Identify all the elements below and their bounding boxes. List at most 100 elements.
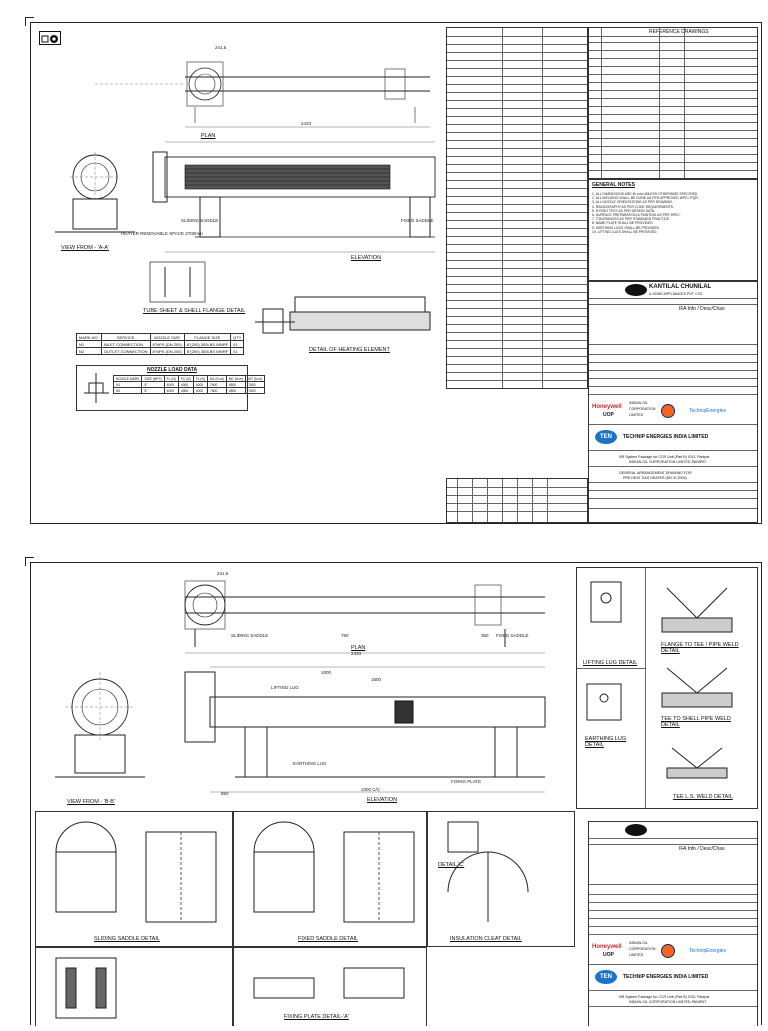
table-cell: 8"(200) 300LBS WNRF xyxy=(183,347,232,355)
reference-drawings-heading: REFERENCE DRAWINGS xyxy=(649,29,709,35)
fixed-saddle-sketch xyxy=(253,821,415,923)
dim-label: 1000 C/C xyxy=(361,787,381,792)
sliding-saddle-label: SLIDING SADDLE xyxy=(181,218,219,223)
saddle-plan-sketch xyxy=(55,957,117,1019)
design-data-table xyxy=(446,27,588,389)
fixing-plate-caption: FIXING PLATE DETAIL-'A' xyxy=(284,1014,349,1020)
general-notes-text: 1. ALL DIMENSIONS ARE IN mm UNLESS OTHER… xyxy=(592,192,699,234)
title-block: KANTILAL CHUNILAL & SONS APPLIANCES PVT.… xyxy=(588,281,758,523)
dim-label: 750 xyxy=(341,633,349,638)
reference-drawings-table: REFERENCE DRAWINGS xyxy=(588,27,758,179)
table-cell: 8"NPS (DN 200) xyxy=(149,340,185,348)
table-header: SERVICE xyxy=(100,333,151,341)
table-cell: OUTLET CONNECTION xyxy=(100,347,151,355)
table-cell: N2 xyxy=(112,387,143,394)
vendor-logo xyxy=(625,284,647,296)
table-cell: 01 xyxy=(230,340,245,348)
tee-shell-caption: TEE TO SHELL PIPE WELD DETAIL xyxy=(661,716,731,728)
table-header: NOZZLE SIZE xyxy=(149,333,185,341)
view-a-caption: VIEW FROM - 'A-A' xyxy=(61,245,109,251)
sheet-corner-mark xyxy=(25,17,34,26)
contractor-name: TECHNIP ENERGIES INDIA LIMITED xyxy=(623,974,709,980)
contractor-name: TECHNIP ENERGIES INDIA LIMITED xyxy=(623,434,709,440)
lifting-lug-label: LIFTING LUG xyxy=(271,685,299,690)
weld-details-panel: LIFTING LUG DETAIL EARTHING LUG DETAIL F… xyxy=(576,567,758,809)
status-block: IFA Info / Desc/Chas xyxy=(679,846,725,852)
dim-label: 2433 xyxy=(301,121,312,126)
vendor-logo xyxy=(625,824,647,836)
table-header: FLANGE SIZE xyxy=(183,333,232,341)
tee-ls-caption: TEE L.S. WELD DETAIL xyxy=(673,794,733,800)
table-cell: 8"NPS (DN 200) xyxy=(149,347,185,355)
ten-logo-icon: TEN xyxy=(595,430,617,444)
fixed-saddle-detail-panel: FIXED SADDLE DETAIL xyxy=(233,811,427,947)
table-cell: 8" xyxy=(141,387,165,394)
heater-detail-drawing xyxy=(55,580,546,793)
dim-label: 1600 xyxy=(371,677,382,682)
nozzle-load-data-panel: NOZZLE LOAD DATA NOZZLE MARK SIZE (NPS) … xyxy=(76,365,266,411)
status-block: IFA Info / Desc/Chas xyxy=(679,306,725,312)
table-cell: 4000 xyxy=(177,387,194,394)
elevation-caption: ELEVATION xyxy=(367,797,398,803)
dim-label: 2433 xyxy=(351,651,362,656)
dim-label: 241.5 xyxy=(217,571,229,576)
table-cell: 4000 xyxy=(163,387,179,394)
dim-label: 1000 xyxy=(321,670,332,675)
consultant-logo: TechnipEnergies xyxy=(689,408,726,414)
general-notes-heading: GENERAL NOTES xyxy=(592,182,635,188)
document-title: GENERAL ARRANGEMENT DRAWING FOR xyxy=(619,471,692,475)
table-cell: INLET CONNECTION xyxy=(100,340,151,348)
document-title-line2: PRE HEAT GAS HEATER (807-E-2005) xyxy=(623,476,687,480)
general-notes-panel: GENERAL NOTES 1. ALL DIMENSIONS ARE IN m… xyxy=(588,179,758,281)
project-subtitle: INDIAN OIL CORPORATION LIMITED-PANIPAT xyxy=(629,460,707,464)
table-row: N2 8" 4000 4000 4000 7600 4800 7600 xyxy=(112,387,266,394)
fixing-plate-label: FIXING PLATE xyxy=(451,779,482,784)
ten-logo-icon: TEN xyxy=(595,970,617,984)
client-name: INDIAN OIL CORPORATION LIMITED xyxy=(629,401,656,417)
view-b-caption: VIEW FROM - 'B-B' xyxy=(67,799,115,805)
table-header-row: MARK NO. SERVICE NOZZLE SIZE FLANGE SIZE… xyxy=(76,333,245,341)
sliding-saddle-caption: SLIDING SADDLE DETAIL xyxy=(94,936,160,942)
load-table-title: NOZZLE LOAD DATA xyxy=(147,367,198,373)
iocl-logo-icon xyxy=(661,404,675,418)
earthing-lug-caption: EARTHING LUG DETAIL xyxy=(585,736,627,748)
fixed-saddle-label: FIXED SADDLE xyxy=(401,218,434,223)
nozzle-schedule-table: MARK NO. SERVICE NOZZLE SIZE FLANGE SIZE… xyxy=(76,333,245,355)
projection-symbol-icon xyxy=(39,31,61,45)
nozzle-axis-sketch xyxy=(84,373,109,403)
fixed-saddle-caption: FIXED SADDLE DETAIL xyxy=(298,936,359,942)
table-header-row: NOZZLE MARK SIZE (NPS) FL (N) FC (N) FL … xyxy=(112,375,266,382)
fixing-plate-detail-panel: FIXING PLATE DETAIL-'A' xyxy=(233,947,427,1026)
sheet-corner-mark xyxy=(25,557,34,566)
heater-removable-label: HEATER REMOVABLE SPACE 2700mm xyxy=(121,231,203,236)
plan-caption: PLAN xyxy=(201,133,216,139)
dim-label: 241.5 xyxy=(215,45,227,50)
lifting-lug-caption: LIFTING LUG DETAIL xyxy=(583,660,638,666)
sliding-saddle-label: SLIDING SADDLE xyxy=(231,633,269,638)
table-cell: 8"(200) 300LBS WNRF xyxy=(183,340,232,348)
licensor-subtitle: UOP xyxy=(603,412,614,418)
table-header: MARK NO. xyxy=(76,333,102,341)
client-name: INDIAN OIL CORPORATION LIMITED xyxy=(629,941,656,957)
sliding-saddle-sketch xyxy=(55,821,217,923)
elevation-caption: ELEVATION xyxy=(351,255,382,261)
drawing-sheet-1: PLAN ELEVATION VIEW FROM - 'A-A' TUBE SH… xyxy=(25,17,762,524)
drawing-sheet-2: PLAN ELEVATION VIEW FROM - 'B-B' 241.5 7… xyxy=(25,557,762,1026)
heater-general-arrangement-drawing xyxy=(55,61,436,334)
project-title: NR System Package for CCR Unit (Part B) … xyxy=(619,455,710,459)
table-cell: N2 xyxy=(76,347,102,355)
table-cell: 4800 xyxy=(225,387,247,394)
fixing-plate-sketch xyxy=(253,967,405,999)
weld-detail-sketches xyxy=(586,581,733,779)
title-block: IFA Info / Desc/Chas Honeywell UOP INDIA… xyxy=(588,821,758,1026)
nozzle-load-table: NOZZLE MARK SIZE (NPS) FL (N) FC (N) FL … xyxy=(112,375,266,394)
dim-label: 850 xyxy=(221,791,229,796)
iocl-logo-icon xyxy=(661,944,675,958)
detail-c-caption: DETAIL 'C' xyxy=(438,862,465,868)
insulation-cleat-detail-panel: DETAIL 'C' INSULATION CLEAT DETAIL xyxy=(427,811,575,947)
plan-caption: PLAN xyxy=(351,645,366,651)
table-cell: N1 xyxy=(76,340,102,348)
vendor-name: KANTILAL CHUNILAL xyxy=(649,284,712,290)
table-cell: 4000 xyxy=(192,387,209,394)
table-header: QTY xyxy=(230,333,245,341)
